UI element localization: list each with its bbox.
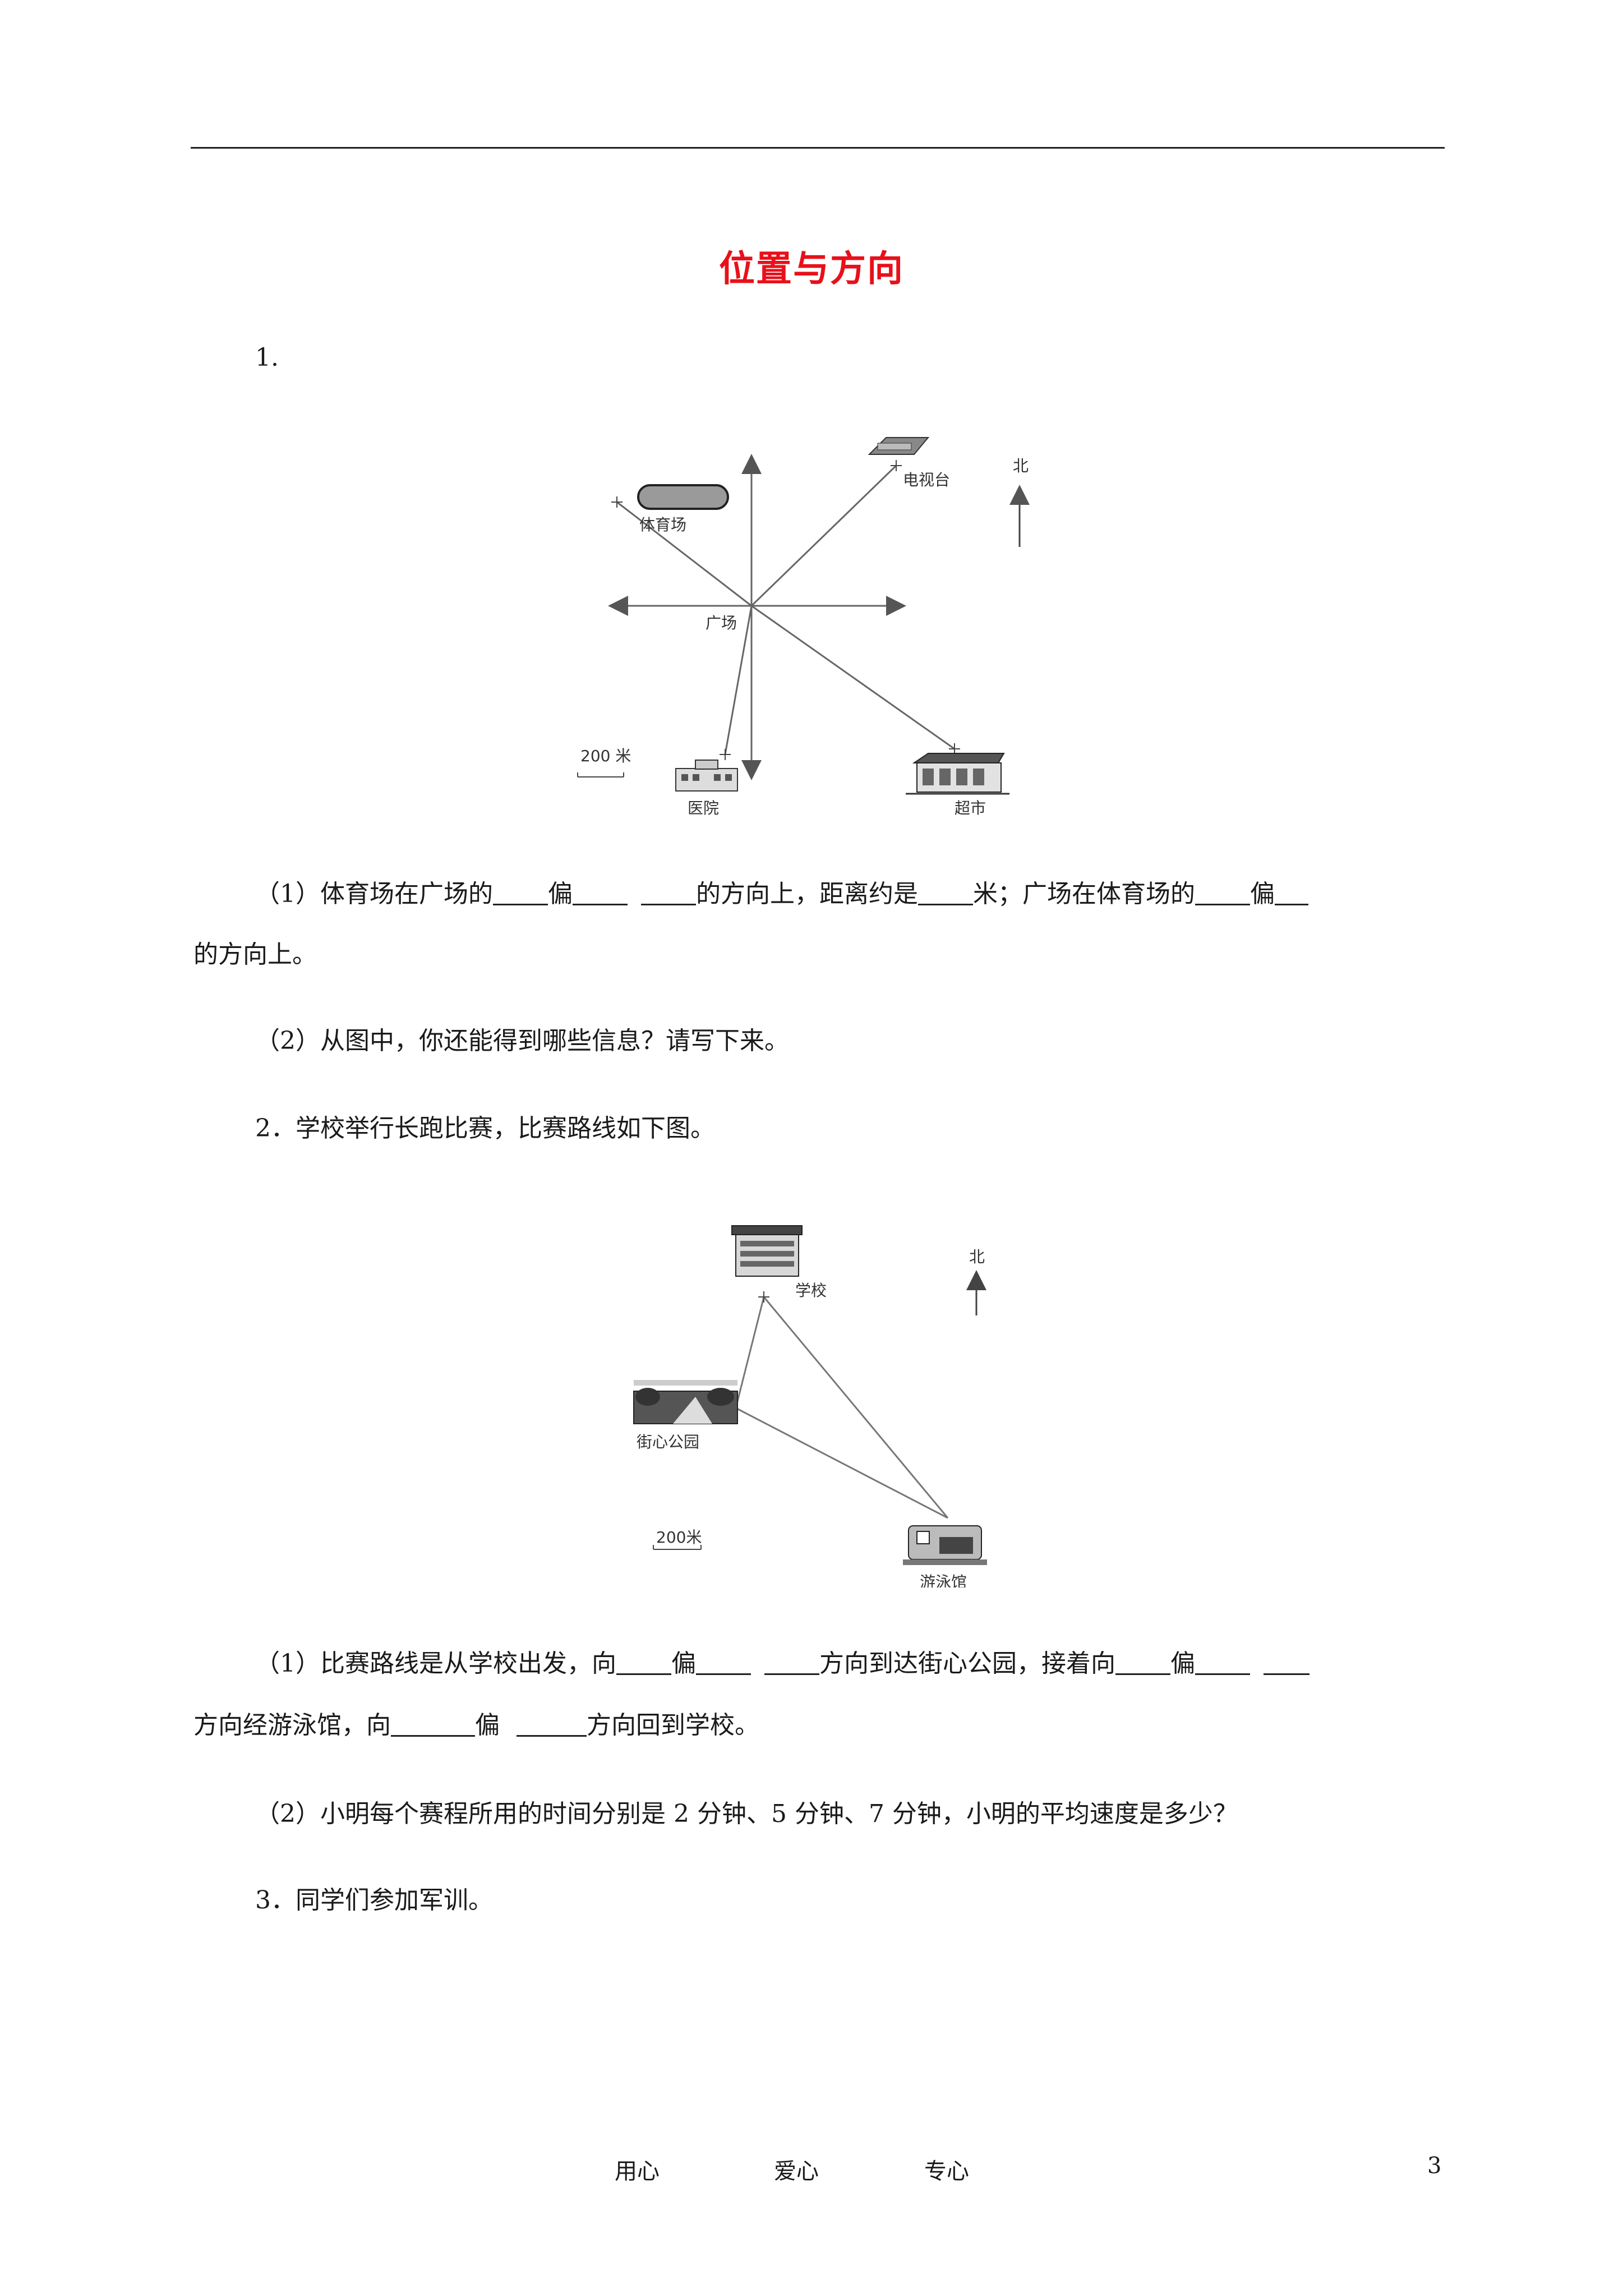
line-to-supermarket <box>751 605 955 750</box>
answer-blank[interactable] <box>1195 1650 1250 1675</box>
q1-part1-line2: 的方向上。 <box>193 940 317 969</box>
question-3-intro: 3．同学们参加军训。 <box>255 1886 493 1915</box>
footer-text-2: 爱心 <box>774 2159 819 2184</box>
footer-text-3: 专心 <box>924 2159 969 2184</box>
line-to-tv-station <box>750 464 897 607</box>
q2-part2: （2）小明每个赛程所用的时间分别是 2 分钟、5 分钟、7 分钟，小明的平均速度… <box>255 1800 1238 1828</box>
page-title: 位置与方向 <box>719 249 904 290</box>
school-icon <box>731 1225 803 1277</box>
route-park-to-pool <box>735 1407 948 1519</box>
answer-blank[interactable] <box>764 1650 819 1675</box>
pool-icon <box>903 1525 987 1565</box>
park-icon <box>633 1380 738 1424</box>
hospital-icon <box>675 760 738 792</box>
hospital-label: 医院 <box>688 799 719 817</box>
stadium-icon <box>637 484 729 510</box>
north-label: 北 <box>969 1248 985 1266</box>
tv-station-label: 电视台 <box>903 471 950 489</box>
line-to-stadium <box>616 501 752 607</box>
q2-part1-line2: 方向经游泳馆，向偏方向回到学校。 <box>193 1711 759 1740</box>
header-rule <box>191 147 1445 149</box>
answer-blank[interactable] <box>1115 1650 1170 1675</box>
answer-blank[interactable] <box>641 880 696 905</box>
scale-label: 200 米 <box>580 747 631 765</box>
route-pool-to-school <box>763 1296 949 1519</box>
scale-label: 200米 <box>656 1528 702 1547</box>
supermarket-icon <box>906 753 1009 795</box>
question-1-number: 1. <box>255 343 279 372</box>
figure-2: 北 学校 街心公园 200米 游泳馆 <box>617 1206 1043 1588</box>
answer-blank[interactable] <box>616 1650 671 1675</box>
answer-blank[interactable] <box>391 1711 475 1737</box>
park-label: 街心公园 <box>637 1433 699 1451</box>
q2-part1-line1: （1）比赛路线是从学校出发，向偏方向到达街心公园，接着向偏 <box>255 1649 1310 1679</box>
answer-blank[interactable] <box>493 880 548 905</box>
footer-text-1: 用心 <box>615 2159 660 2184</box>
answer-blank[interactable] <box>918 880 973 905</box>
supermarket-label: 超市 <box>955 799 986 817</box>
stadium-label: 体育场 <box>639 516 686 534</box>
answer-blank[interactable] <box>696 1650 751 1675</box>
pool-label: 游泳馆 <box>920 1573 967 1588</box>
route-school-to-park <box>735 1296 765 1409</box>
page-number: 3 <box>1427 2153 1442 2179</box>
answer-blank[interactable] <box>1264 1650 1310 1675</box>
square-label: 广场 <box>706 614 737 632</box>
answer-blank[interactable] <box>1195 880 1250 905</box>
answer-blank[interactable] <box>517 1711 587 1737</box>
answer-blank[interactable] <box>573 880 628 905</box>
q1-part1-line1: （1）体育场在广场的偏的方向上，距离约是米；广场在体育场的偏 <box>255 880 1308 909</box>
tv-station-icon <box>868 437 930 455</box>
north-label: 北 <box>1013 457 1029 475</box>
line-to-hospital <box>724 605 753 755</box>
school-label: 学校 <box>795 1281 827 1300</box>
q1-part2: （2）从图中，你还能得到哪些信息？请写下来。 <box>255 1027 789 1055</box>
answer-blank[interactable] <box>1275 880 1308 905</box>
question-2-intro: 2．学校举行长跑比赛，比赛路线如下图。 <box>255 1114 715 1143</box>
figure-1: 北 电视台 体育场 广场 200 米 医院 <box>555 418 1077 827</box>
